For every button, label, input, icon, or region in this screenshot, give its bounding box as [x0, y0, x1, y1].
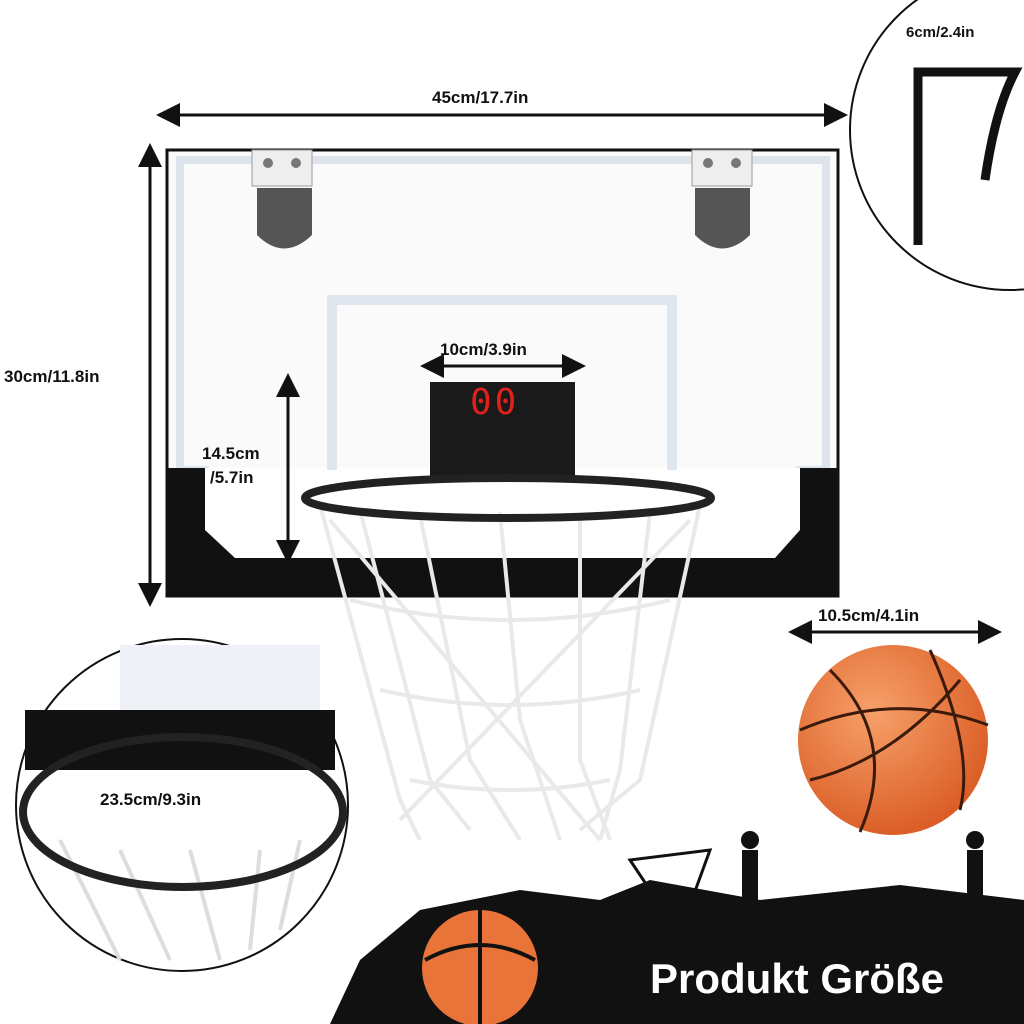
board-width-label: 45cm/17.7in — [432, 88, 529, 107]
hook-detail-callout — [849, 0, 1024, 291]
hanging-brackets — [251, 149, 753, 249]
scoreboard-width-label: 10cm/3.9in — [440, 340, 527, 359]
rim — [301, 474, 715, 522]
board-height-label: 30cm/11.8in — [4, 367, 100, 386]
ball-diameter-label: 10.5cm/4.1in — [818, 606, 920, 625]
score-display: 00 — [470, 382, 520, 423]
net — [318, 504, 702, 842]
basketball — [798, 645, 989, 835]
banner-title: Produkt Größe — [650, 955, 945, 1002]
banner-splash — [330, 831, 1024, 1024]
scoreboard — [430, 382, 575, 482]
rim-height-label-line1: 14.5cm — [202, 444, 260, 463]
hook-width-label: 6cm/2.4in — [906, 24, 975, 41]
rim-detail-callout — [15, 638, 349, 972]
rim-diameter-label: 23.5cm/9.3in — [100, 790, 202, 809]
rim-height-label-line2: /5.7in — [210, 468, 254, 487]
